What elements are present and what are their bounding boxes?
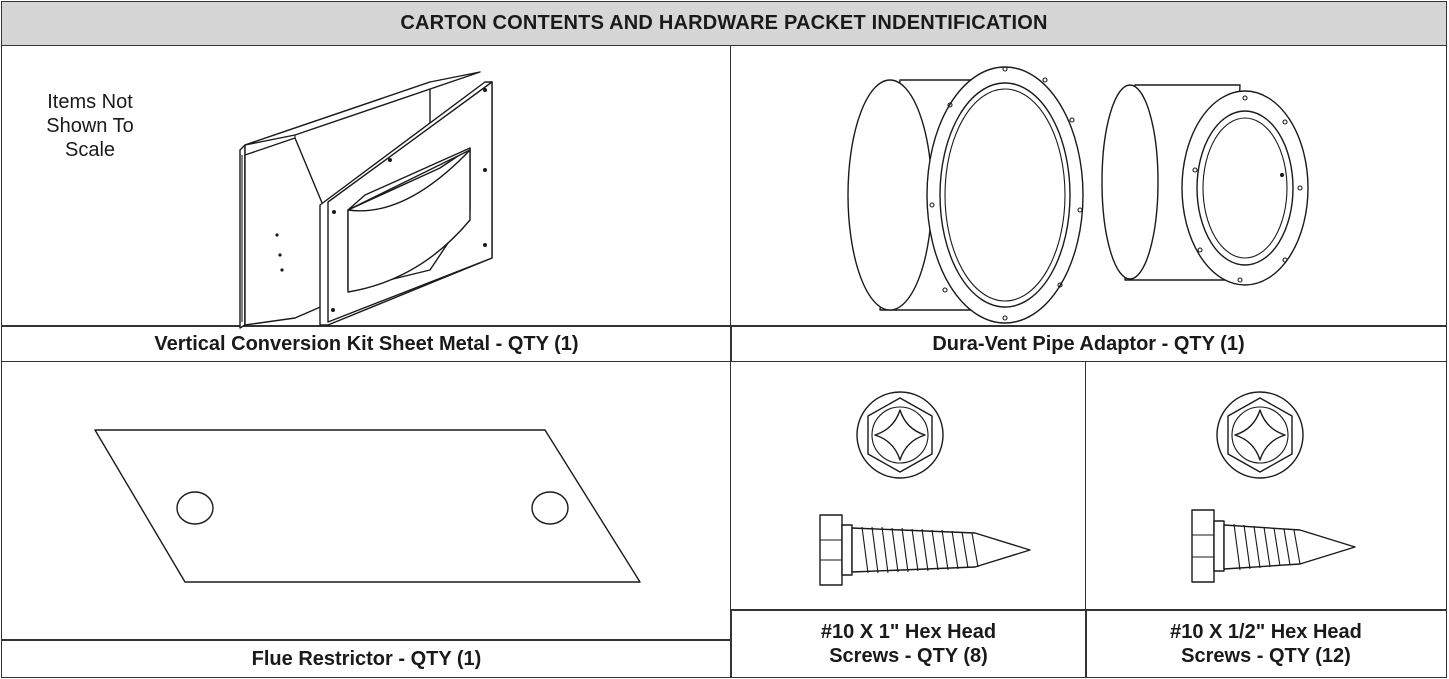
thread-lines-1in [861,526,979,574]
scale-note-line3: Scale [64,139,116,161]
hex-screw-halfin-drawing [1191,391,1356,583]
conversion-kit-drawing [239,71,493,329]
pipe-adaptor-small-drawing [1101,84,1309,286]
screw-halfin-caption: #10 X 1/2" Hex Head Screws - QTY (12) [1085,609,1447,678]
screw-1in-caption-line2: Screws - QTY (8) [829,644,988,667]
scale-note-line2: Shown To [46,115,134,137]
screw-1in-caption-line1: #10 X 1" Hex Head [820,620,997,643]
hex-screw-1in-drawing [819,391,1031,586]
screw-halfin-caption-line2: Screws - QTY (12) [1181,644,1351,667]
scale-note-line1: Items Not [47,91,133,113]
kit-caption: Vertical Conversion Kit Sheet Metal - QT… [1,325,732,363]
pipe-adaptor-large-drawing [847,66,1084,324]
screw-1in-caption: #10 X 1" Hex Head Screws - QTY (8) [730,609,1087,678]
thread-lines-halfin [1233,523,1301,571]
screw-halfin-caption-line1: #10 X 1/2" Hex Head [1170,620,1362,643]
sheet-title: CARTON CONTENTS AND HARDWARE PACKET INDE… [1,1,1447,46]
flue-restrictor-drawing [94,429,641,583]
scale-note: Items Not Shown To Scale [30,90,150,162]
adaptor-caption: Dura-Vent Pipe Adaptor - QTY (1) [730,325,1447,363]
restrictor-caption: Flue Restrictor - QTY (1) [1,639,732,678]
